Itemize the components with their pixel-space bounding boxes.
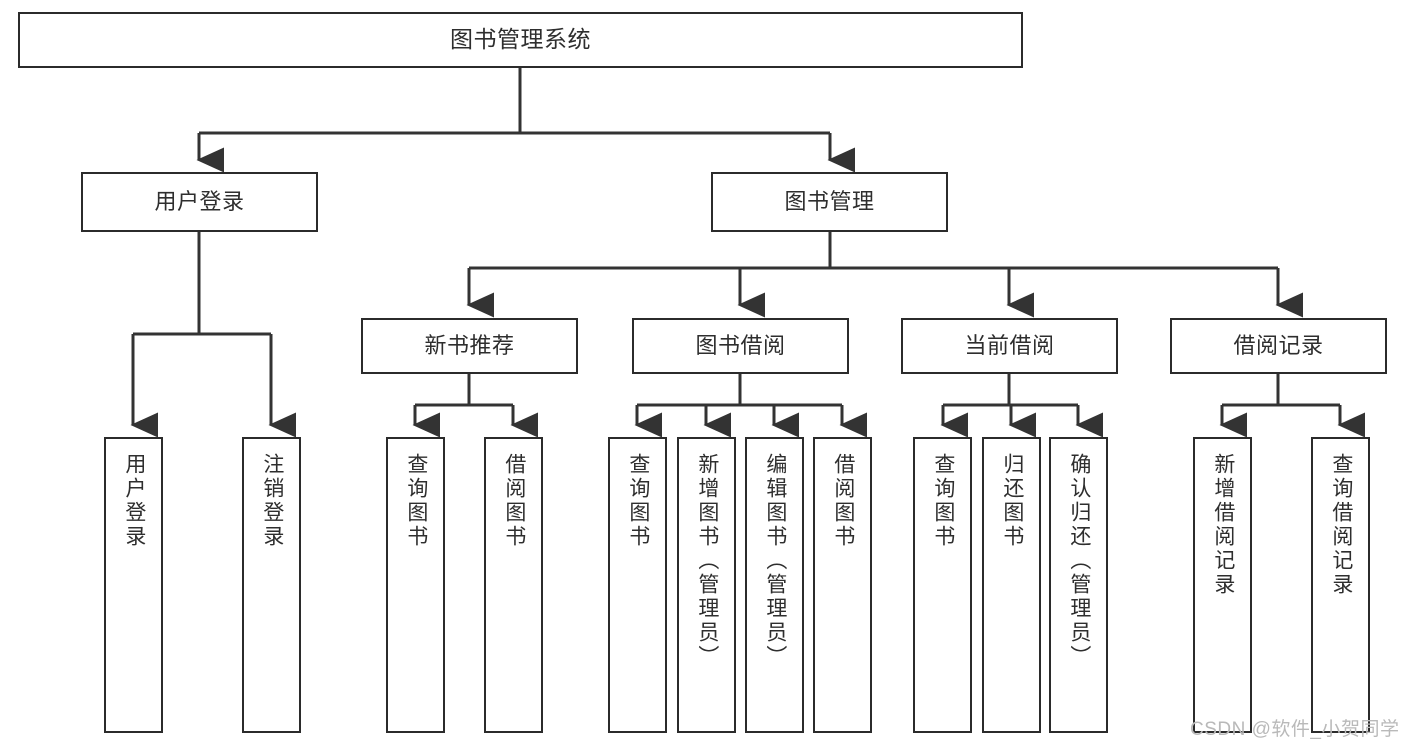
leaf-new-book-borrow[interactable]: 借阅图书: [484, 437, 543, 733]
node-book-management[interactable]: 图书管理: [711, 172, 948, 232]
node-root-label: 图书管理系统: [450, 26, 591, 53]
node-new-book-recommend[interactable]: 新书推荐: [361, 318, 578, 374]
node-borrow-records-label: 借阅记录: [1233, 333, 1324, 359]
leaf-new-book-query[interactable]: 查询图书: [386, 437, 445, 733]
leaf-confirm-return-admin[interactable]: 确认归还（管理员）: [1049, 437, 1108, 733]
leaf-return-book[interactable]: 归还图书: [982, 437, 1041, 733]
node-current-borrowing[interactable]: 当前借阅: [901, 318, 1118, 374]
leaf-add-borrow-record-label: 新增借阅记录: [1211, 453, 1235, 597]
leaf-edit-book-admin[interactable]: 编辑图书（管理员）: [745, 437, 804, 733]
leaf-add-book-admin-label: 新增图书（管理员）: [695, 453, 719, 669]
node-root[interactable]: 图书管理系统: [18, 12, 1023, 68]
leaf-borrow-query-book-label: 查询图书: [626, 453, 650, 549]
leaf-logout[interactable]: 注销登录: [242, 437, 301, 733]
leaf-user-login[interactable]: 用户登录: [104, 437, 163, 733]
leaf-add-borrow-record[interactable]: 新增借阅记录: [1193, 437, 1252, 733]
leaf-borrow-query-book[interactable]: 查询图书: [608, 437, 667, 733]
leaf-borrow-book-label: 借阅图书: [831, 453, 855, 549]
leaf-borrow-book[interactable]: 借阅图书: [813, 437, 872, 733]
node-user-login-label: 用户登录: [154, 189, 245, 215]
node-new-book-recommend-label: 新书推荐: [424, 333, 515, 359]
leaf-current-query-book[interactable]: 查询图书: [913, 437, 972, 733]
leaf-current-query-book-label: 查询图书: [931, 453, 955, 549]
leaf-edit-book-admin-label: 编辑图书（管理员）: [763, 453, 787, 669]
leaf-new-book-borrow-label: 借阅图书: [502, 453, 526, 549]
leaf-return-book-label: 归还图书: [1000, 453, 1024, 549]
leaf-query-borrow-record-label: 查询借阅记录: [1329, 453, 1353, 597]
node-borrow-records[interactable]: 借阅记录: [1170, 318, 1387, 374]
leaf-logout-label: 注销登录: [260, 453, 284, 549]
leaf-new-book-query-label: 查询图书: [404, 453, 428, 549]
node-book-borrowing-label: 图书借阅: [695, 333, 786, 359]
leaf-user-login-label: 用户登录: [122, 453, 146, 549]
leaf-add-book-admin[interactable]: 新增图书（管理员）: [677, 437, 736, 733]
node-book-management-label: 图书管理: [784, 189, 875, 215]
leaf-query-borrow-record[interactable]: 查询借阅记录: [1311, 437, 1370, 733]
node-user-login[interactable]: 用户登录: [81, 172, 318, 232]
node-current-borrowing-label: 当前借阅: [964, 333, 1055, 359]
leaf-confirm-return-admin-label: 确认归还（管理员）: [1067, 453, 1091, 669]
node-book-borrowing[interactable]: 图书借阅: [632, 318, 849, 374]
